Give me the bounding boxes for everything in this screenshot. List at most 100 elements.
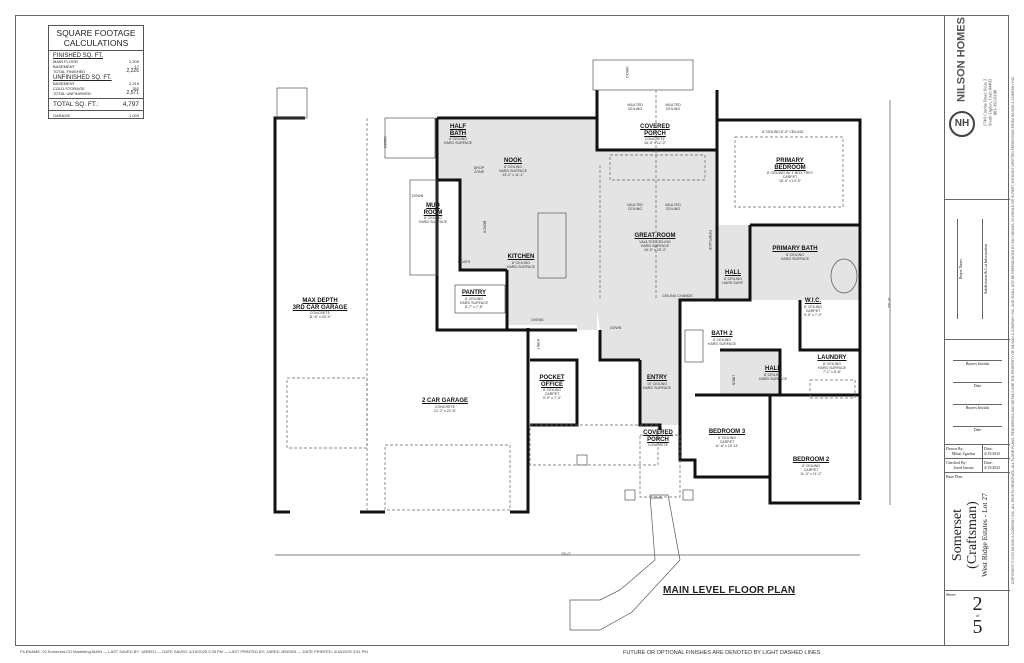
room-detail: HARD SURFACE <box>817 365 847 370</box>
dashed-lines <box>286 90 856 512</box>
room-detail: HARD SURFACE <box>640 243 670 248</box>
room-name: KITCHEN <box>507 254 535 260</box>
room-detail: HARD SURF. <box>722 280 744 285</box>
of-label: of <box>975 613 980 618</box>
vaulted-label: VAULTED CEILING <box>626 103 644 112</box>
title-block: NH NILSON HOMES 1740 Combe Road Suite 2 … <box>944 15 1010 646</box>
plan-style: (Craftsman) <box>965 501 980 569</box>
date-field[interactable]: Date <box>953 382 1002 388</box>
buyers-initials-field[interactable]: Buyers Initials <box>953 404 1002 410</box>
width-dimension: 78'-0" <box>561 551 572 556</box>
room-detail: 7'-1" x 8'-8" <box>822 369 842 374</box>
room-detail: 8' CEILING <box>801 463 821 468</box>
buyer-name-field[interactable]: Buyer Name <box>957 219 963 319</box>
address-line: 801-392-8100 <box>992 89 998 116</box>
drawn-checked-section: Drawn By:Mihai Zgarbur Date:4/15/2025 Ch… <box>945 445 1010 473</box>
depth-dimension: 56'-3" <box>886 297 892 308</box>
room-name: HALF BATH <box>449 124 467 137</box>
room-detail: 13'-2" x 11'-1" <box>502 172 524 177</box>
room-detail: 5'-9" x 7'-3" <box>542 396 562 401</box>
room-detail: 8'-7" x 7'-8" <box>464 304 484 309</box>
walls <box>273 90 862 514</box>
room-detail: 9'-5" x 7'-0" <box>803 312 823 317</box>
room-detail: 8' CEILING <box>542 388 562 392</box>
base-plan-label: Base Plan: <box>946 474 963 479</box>
plan-name: Somerset <box>950 508 965 562</box>
floor-shading <box>437 120 860 425</box>
divider <box>15 645 944 646</box>
label: BASEMENT <box>53 64 76 69</box>
buyer-section: Buyer Name Subdivision & Lot Information <box>945 200 1010 340</box>
sqft-title: SQUARE FOOTAGE CALCULATIONS <box>49 28 143 51</box>
subdivision-field[interactable]: Subdivision & Lot Information <box>982 219 988 319</box>
stair-down-label: DOWN <box>383 136 388 148</box>
value: 2,226 <box>126 68 139 74</box>
room-name: ENTRY <box>646 375 668 381</box>
label: BASEMENT <box>53 81 76 86</box>
lot-info: West Ridge Estates - Lot 27 <box>980 493 989 577</box>
room-detail: CONCRETE <box>647 443 669 447</box>
label: Date: <box>984 460 993 465</box>
room-name: NOOK <box>504 158 522 164</box>
room-detail: HARD SURFACE <box>418 220 448 225</box>
logo-section: NH NILSON HOMES 1740 Combe Road Suite 2 … <box>945 15 1010 200</box>
sheet-total: 5 <box>972 616 983 638</box>
room-name: LAUNDRY <box>817 355 847 361</box>
room-detail: 8' CEILING <box>448 137 468 141</box>
room-name: HALL <box>724 270 741 276</box>
room-name: COVERED PORCH <box>640 124 670 137</box>
sheet-section: Sheet: 2 of 5 <box>945 591 1010 646</box>
room-name: BEDROOM 2 <box>792 457 830 463</box>
value: 17 <box>134 64 139 69</box>
room-detail: CONCRETE <box>644 137 666 141</box>
ovens-label: OVENS <box>531 318 544 322</box>
room-detail: 11'-8" x 43'-4" <box>309 315 331 320</box>
room-detail: 8' CEILING W/ 1' BOX TREY <box>766 171 814 175</box>
drawn-by: Mihai Zgarbur <box>951 451 976 456</box>
room-name: BEDROOM 3 <box>708 429 746 435</box>
room-name: W.I.C. <box>804 298 822 304</box>
room-name: MUD ROOM <box>423 203 443 216</box>
room-name: POCKET OFFICE <box>539 375 565 388</box>
room-detail: 8' CEILING <box>464 296 484 301</box>
checked-by: Jared Jensen <box>953 465 974 470</box>
room-detail: HARD SURFACE <box>642 385 672 390</box>
vaulted-label: VAULTED CEILING <box>626 203 644 212</box>
room-detail: 10' CEILING <box>646 381 668 386</box>
room-detail: 8' CEILING <box>822 361 842 366</box>
nilson-homes-logo: NH <box>949 111 975 137</box>
coats-label: COATS <box>458 260 471 264</box>
sheet-number: 2 <box>972 593 983 615</box>
room-name: BATH 2 <box>711 331 733 337</box>
value: 2,219 <box>128 81 139 86</box>
plan-name-block: Somerset (Craftsman) West Ridge Estates … <box>950 470 990 600</box>
bench-label: BENCH <box>482 220 487 234</box>
linen-label: LINEN <box>731 374 736 386</box>
buyers-initials-field[interactable]: Buyers Initials <box>953 360 1002 366</box>
vaulted-label: VAULTED CEILING <box>664 203 682 212</box>
date-field[interactable]: Date <box>953 426 1002 432</box>
room-name: PRIMARY BEDROOM <box>774 158 806 171</box>
base-plan-section: Base Plan: Somerset (Craftsman) West Rid… <box>945 473 1010 591</box>
stair-down-label: DOWN <box>651 496 663 500</box>
stair-down-label: DOWN <box>625 66 630 78</box>
room-detail: CARPET <box>805 308 821 313</box>
label: MAIN FLOOR <box>53 59 78 64</box>
thin-lines <box>275 59 891 631</box>
room-detail: 21'-2" x 22'-6" <box>433 408 457 413</box>
room-detail: 8' CEILING <box>712 337 732 342</box>
stair-down-label: DOWN <box>610 326 622 330</box>
room-detail: 16'-0" x 12'-0" <box>643 141 667 146</box>
room-name: 2 CAR GARAGE <box>421 398 469 404</box>
room-name: MAX DEPTH 3RD CAR GARAGE <box>292 298 348 311</box>
